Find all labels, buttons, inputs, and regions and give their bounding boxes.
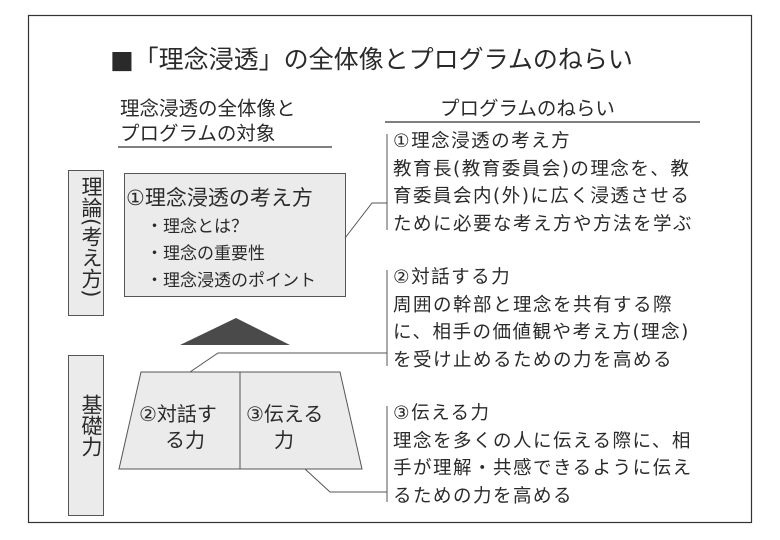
aim-line: に、相手の価値観や考え方(理念) [393, 322, 690, 343]
outer-frame [27, 14, 753, 524]
aim-line: を受け止めるための力を高める [393, 349, 674, 371]
right-header: プログラムのねらい [440, 97, 615, 120]
dialogue-label-1: ②対話す [139, 402, 217, 426]
connector-3 [304, 468, 387, 493]
theory-label: 理論(考え方) [79, 176, 103, 298]
dialogue-label-2: る力 [165, 428, 205, 452]
aim-title: ②対話する力 [393, 267, 512, 288]
left-header-line-2: プログラムの対象 [120, 122, 276, 145]
theory-label-box [68, 170, 104, 316]
triangle-arrow [180, 318, 290, 345]
theory-item: ・理念とは？ [146, 217, 248, 237]
theory-item: ・理念浸透のポイント [146, 271, 316, 291]
left-header-line-1: 理念浸透の全体像と [120, 97, 296, 120]
aim-line: 理念を多くの人に伝える際に、相 [393, 430, 692, 452]
theory-item: ・理念の重要性 [146, 244, 265, 264]
connector-1 [344, 202, 387, 239]
aim-title: ①理念浸透の考え方 [393, 131, 572, 152]
foundation-label: 基礎力 [79, 394, 103, 457]
aim-line: 手が理解・共感できるように伝え [393, 458, 693, 479]
aim-2: ②対話する力 周囲の幹部と理念を共有する際 に、相手の価値観や考え方(理念) を… [393, 264, 690, 374]
theory-box-title: ①理念浸透の考え方 [126, 186, 313, 210]
foundation-label-box [68, 355, 104, 516]
aim-line: るための力を高める [393, 485, 574, 507]
theory-box [124, 173, 346, 297]
page-title: ■「理念浸透」の全体像とプログラムのねらい [110, 45, 633, 74]
convey-label-2: 力 [274, 428, 294, 452]
connector-2 [189, 352, 387, 373]
aim-3: ③伝える力 理念を多くの人に伝える際に、相 手が理解・共感できるように伝え るた… [393, 400, 693, 510]
aim-line: 周囲の幹部と理念を共有する際 [393, 294, 674, 316]
convey-label-1: ③伝える [246, 402, 324, 426]
aim-line: 教育長(教育委員会)の理念を、教 [393, 158, 691, 180]
aim-line: 育委員会内(外)に広く浸透させる [393, 186, 691, 207]
aim-1: ①理念浸透の考え方 教育長(教育委員会)の理念を、教 育委員会内(外)に広く浸透… [393, 128, 693, 238]
aim-title: ③伝える力 [393, 403, 491, 424]
aim-line: ために必要な考え方や方法を学ぶ [393, 213, 694, 235]
